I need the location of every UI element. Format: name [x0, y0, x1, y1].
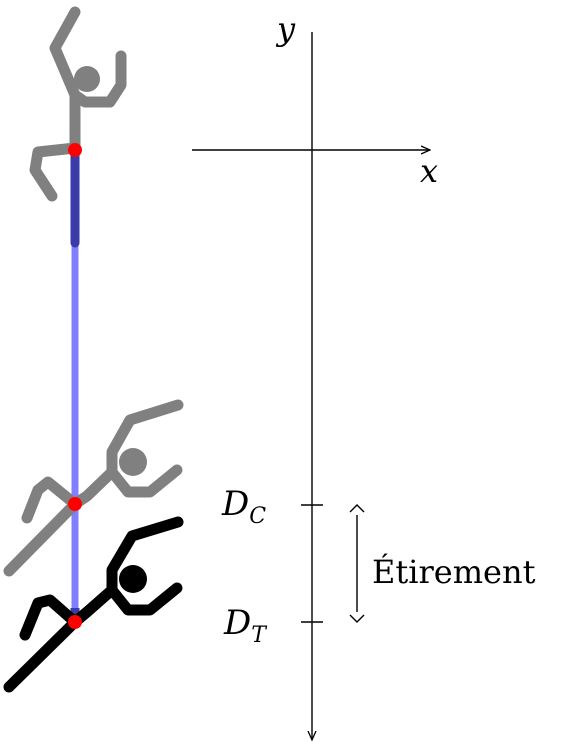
- jumper-middle-head: [119, 448, 147, 476]
- jumper-bottom-arm-lower: [106, 582, 183, 616]
- jumper-middle-arm-upper: [106, 399, 184, 478]
- stretch-arrow: [349, 504, 365, 623]
- anchor-point-top: [68, 143, 82, 157]
- jumper-top-head: [74, 66, 100, 92]
- jumper-middle-arm-lower: [106, 464, 183, 498]
- jumper-middle-ghost: [3, 399, 184, 577]
- stretch-label: Étirement: [372, 553, 536, 591]
- x-axis-label: x: [420, 152, 438, 190]
- jumper-top-legs: [29, 142, 81, 202]
- jumper-top-side-arm: [69, 50, 127, 108]
- anchor-point-bottom: [68, 615, 82, 629]
- anchor-point-middle: [68, 497, 82, 511]
- anchor-points: [68, 143, 82, 629]
- jumper-bottom-leg: [19, 594, 81, 641]
- jumper-bottom: [3, 516, 184, 693]
- jumper-top-ghost: [29, 6, 127, 202]
- jumper-bottom-body: [3, 584, 118, 693]
- level-dc-label: DC: [221, 484, 266, 529]
- jumper-bottom-arm-upper: [106, 516, 184, 596]
- y-axis-label: y: [275, 10, 296, 48]
- jumper-middle-body: [3, 466, 118, 577]
- level-dt-label: DT: [223, 603, 268, 648]
- jumper-top-raised-arm: [49, 6, 81, 154]
- jumper-middle-leg: [21, 476, 81, 524]
- jumper-bottom-head: [119, 565, 147, 593]
- axes: [192, 32, 430, 740]
